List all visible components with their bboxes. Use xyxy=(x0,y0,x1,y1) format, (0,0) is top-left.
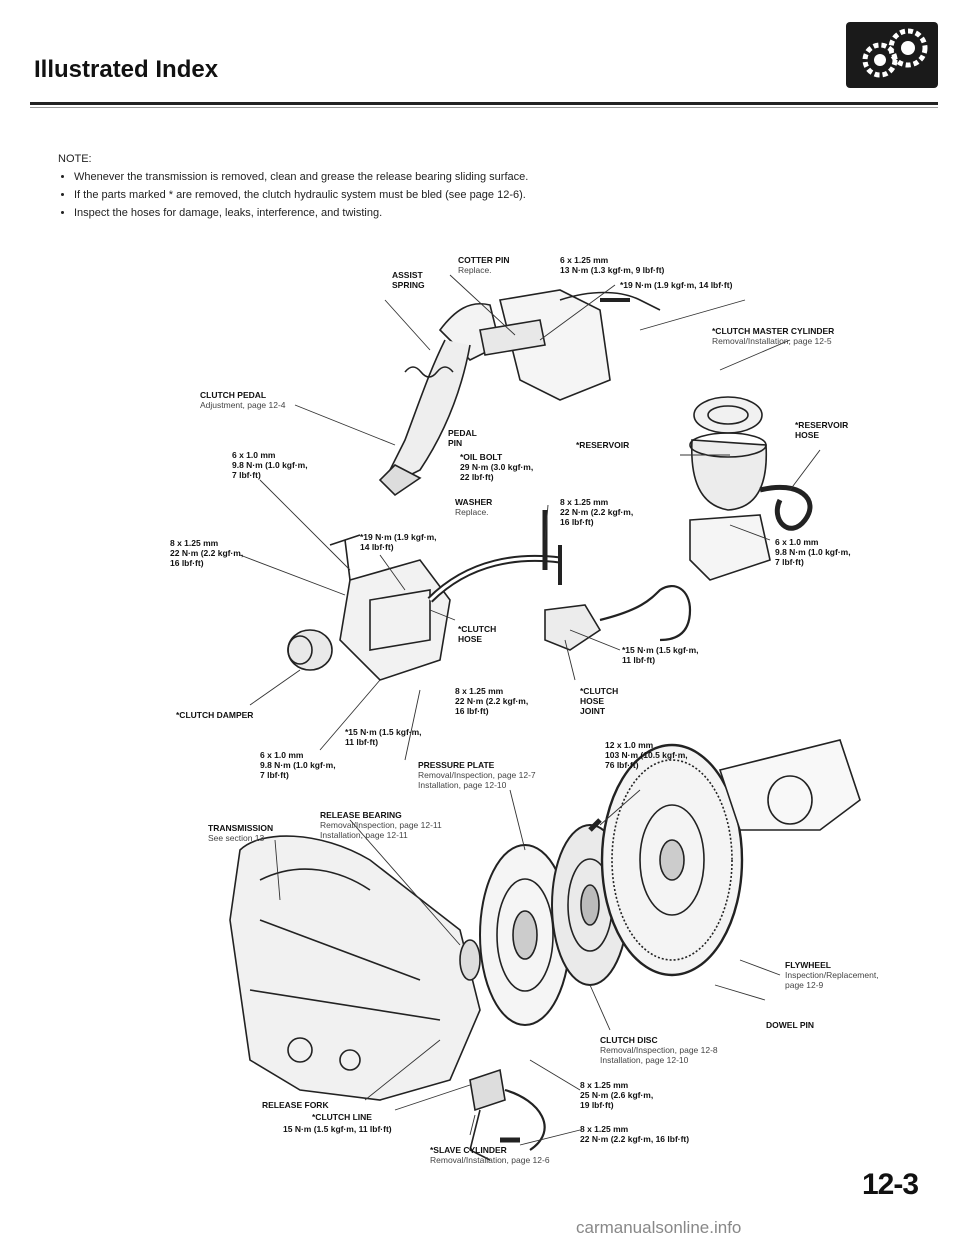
label-washer-name: WASHER xyxy=(455,497,493,507)
label-clutch-disc-name: CLUTCH DISC xyxy=(600,1035,658,1045)
label-master-cylinder-note: Removal/Installation, page 12-5 xyxy=(712,336,832,346)
label-clutch-line-torque: 15 N·m (1.5 kgf·m, 11 lbf·ft) xyxy=(283,1124,392,1134)
label-spec-left-low: 6 x 1.0 mm 9.8 N·m (1.0 kgf·m, 7 lbf·ft) xyxy=(260,750,336,780)
label-spec-center-right: 8 x 1.25 mm 22 N·m (2.2 kgf·m, 16 lbf·ft… xyxy=(560,497,634,527)
label-slave-cylinder-note: Removal/Installation, page 12-6 xyxy=(430,1155,550,1165)
watermark: carmanualsonline.info xyxy=(576,1218,742,1237)
page-number: 12-3 xyxy=(862,1168,919,1201)
label-reservoir: *RESERVOIR xyxy=(576,440,630,450)
notes-title: NOTE: xyxy=(58,153,92,165)
label-spec-left-top: 6 x 1.0 mm 9.8 N·m (1.0 kgf·m, 7 lbf·ft) xyxy=(232,450,308,480)
label-flywheel-name: FLYWHEEL xyxy=(785,960,831,970)
lower-assembly-art xyxy=(229,739,861,1161)
label-release-bearing-note: Removal/Inspection, page 12-11 Installat… xyxy=(320,820,442,840)
label-spec-left-mid: 8 x 1.25 mm 22 N·m (2.2 kgf·m, 16 lbf·ft… xyxy=(170,538,244,568)
leader-lines xyxy=(239,274,821,1146)
label-torque-19-mid: *19 N·m (1.9 kgf·m, 14 lbf·ft) xyxy=(360,532,437,552)
label-flywheel-note: Inspection/Replacement, page 12-9 xyxy=(785,970,879,990)
label-clutch-hose-joint: *CLUTCH HOSE JOINT xyxy=(580,686,619,716)
label-washer-note: Replace. xyxy=(455,507,489,517)
label-clutch-hose: *CLUTCH HOSE xyxy=(458,624,497,644)
middle-assembly-art xyxy=(287,510,692,681)
label-clutch-line: *CLUTCH LINE xyxy=(312,1112,372,1122)
label-oil-bolt: *OIL BOLT 29 N·m (3.0 kgf·m, 22 lbf·ft) xyxy=(460,452,534,482)
header-rule xyxy=(30,102,938,105)
label-reservoir-hose: *RESERVOIR HOSE xyxy=(795,420,849,440)
notes-block: NOTE: Whenever the transmission is remov… xyxy=(58,150,528,222)
label-spec-right-mid: 6 x 1.0 mm 9.8 N·m (1.0 kgf·m, 7 lbf·ft) xyxy=(775,537,851,567)
label-cotter-pin-name: COTTER PIN xyxy=(458,255,510,265)
label-cotter-pin-note: Replace. xyxy=(458,265,492,275)
label-release-bearing-name: RELEASE BEARING xyxy=(320,810,402,820)
label-flywheel-bolt: 12 x 1.0 mm 103 N·m (10.5 kgf·m, 76 lbf·… xyxy=(605,740,688,770)
label-clutch-disc-note: Removal/Inspection, page 12-8 Installati… xyxy=(600,1045,718,1065)
label-slave-cylinder-name: *SLAVE CYLINDER xyxy=(430,1145,507,1155)
label-pressure-plate-note: Removal/Inspection, page 12-7 Installati… xyxy=(418,770,536,790)
notes-list: Whenever the transmission is removed, cl… xyxy=(58,168,528,222)
label-spec-slave-upper: 8 x 1.25 mm 25 N·m (2.6 kgf·m, 19 lbf·ft… xyxy=(580,1080,654,1110)
label-master-cylinder-name: *CLUTCH MASTER CYLINDER xyxy=(712,326,835,336)
label-transmission-name: TRANSMISSION xyxy=(208,823,274,833)
label-torque-15-low: *15 N·m (1.5 kgf·m, 11 lbf·ft) xyxy=(345,727,422,747)
label-spec-slave-lower: 8 x 1.25 mm 22 N·m (2.2 kgf·m, 16 lbf·ft… xyxy=(580,1124,690,1144)
upper-assembly-art xyxy=(378,289,813,581)
label-cotter-bolt-spec: 6 x 1.25 mm 13 N·m (1.3 kgf·m, 9 lbf·ft) xyxy=(560,255,665,275)
label-transmission-note: See section 13 xyxy=(208,833,265,843)
label-pressure-plate-name: PRESSURE PLATE xyxy=(418,760,495,770)
label-clutch-damper: *CLUTCH DAMPER xyxy=(176,710,254,720)
label-dowel-pin: DOWEL PIN xyxy=(766,1020,815,1030)
note-item: Whenever the transmission is removed, cl… xyxy=(74,168,528,186)
label-spec-under-hose: 8 x 1.25 mm 22 N·m (2.2 kgf·m, 16 lbf·ft… xyxy=(455,686,529,716)
label-clutch-pedal-name: CLUTCH PEDAL xyxy=(200,390,267,400)
section-gear-icon xyxy=(846,22,938,88)
note-item: Inspect the hoses for damage, leaks, int… xyxy=(74,204,528,222)
header-rule-thin xyxy=(30,107,938,108)
label-assist-spring: ASSIST SPRING xyxy=(392,270,425,290)
gear-icon xyxy=(862,28,928,78)
label-clutch-pedal-note: Adjustment, page 12-4 xyxy=(200,400,286,410)
label-master-torque: *19 N·m (1.9 kgf·m, 14 lbf·ft) xyxy=(620,280,733,290)
label-torque-15-right: *15 N·m (1.5 kgf·m, 11 lbf·ft) xyxy=(622,645,699,665)
label-pedal-pin: PEDAL PIN xyxy=(448,428,477,448)
page-title: Illustrated Index xyxy=(34,56,219,83)
label-release-fork: RELEASE FORK xyxy=(262,1100,329,1110)
note-item: If the parts marked * are removed, the c… xyxy=(74,186,528,204)
